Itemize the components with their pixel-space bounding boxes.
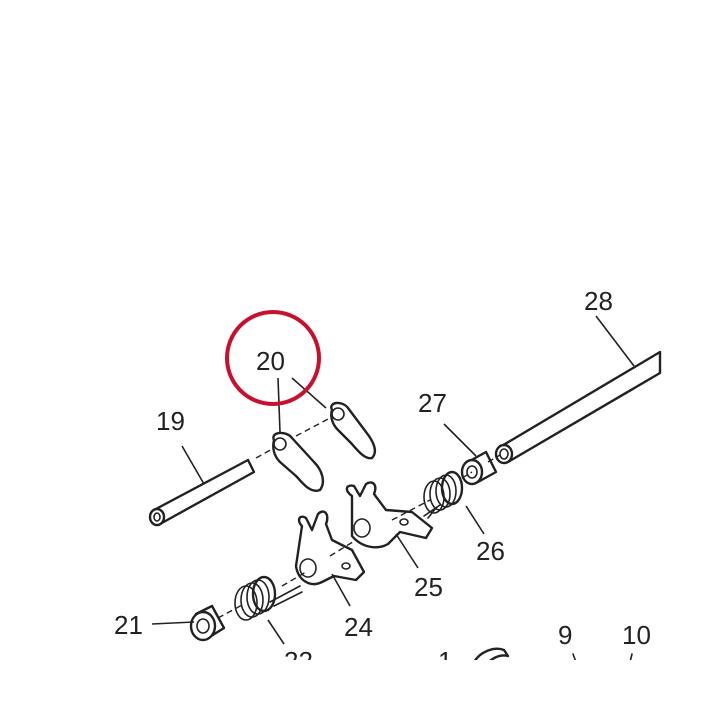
part-19-pin	[148, 458, 256, 527]
part-27-bushing	[460, 450, 498, 486]
label-20: 20	[256, 346, 285, 376]
label-10: 10	[622, 620, 651, 650]
highlight-circle	[225, 310, 321, 406]
part-20-arm-upper	[330, 401, 377, 460]
label-24: 24	[344, 612, 373, 642]
part-20-arm-lower	[272, 431, 325, 492]
part-24-shift-fork	[294, 510, 366, 586]
label-27: 27	[418, 388, 447, 418]
label-25: 25	[414, 572, 443, 602]
assembly-axis-lines	[217, 417, 501, 619]
part-28-shaft	[494, 350, 662, 465]
label-28: 28	[584, 286, 613, 316]
part-26-spring	[423, 470, 464, 519]
label-21: 21	[114, 610, 143, 640]
bottom-crop-mask	[0, 660, 720, 720]
label-26: 26	[476, 536, 505, 566]
part-25-shift-fork	[345, 481, 434, 549]
label-19: 19	[156, 406, 185, 436]
leader-lines	[151, 315, 635, 645]
part-22-spring	[234, 575, 303, 621]
label-9: 9	[558, 620, 572, 650]
part-21-bushing	[189, 604, 226, 642]
